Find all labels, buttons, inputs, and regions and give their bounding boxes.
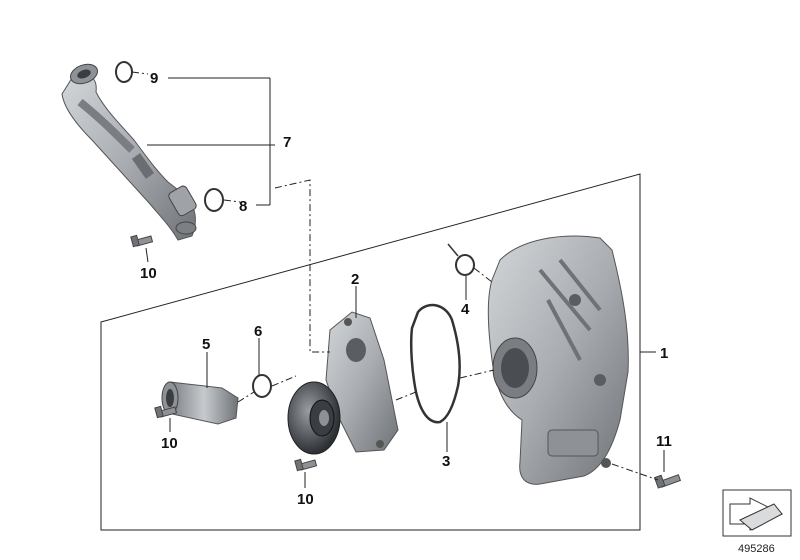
o-ring-9-part [115, 61, 133, 83]
label-5: 5 [202, 336, 210, 353]
label-9: 9 [150, 70, 158, 87]
label-7: 7 [283, 134, 291, 151]
bolt-11-part [653, 474, 682, 489]
gasket-part [409, 303, 461, 424]
label-10-lower: 10 [297, 491, 314, 508]
part-labels: 1 2 3 4 5 6 7 8 9 10 10 10 11 [140, 70, 672, 508]
o-ring-4-part [455, 254, 475, 276]
label-6: 6 [254, 323, 262, 340]
bolt-10-left-part [154, 405, 178, 419]
leader-lines [131, 71, 665, 488]
label-4: 4 [461, 301, 470, 318]
bolt-10-lower-part [294, 458, 318, 472]
label-8: 8 [239, 198, 247, 215]
coolant-pipe-part [61, 63, 197, 241]
pump-housing-part [487, 235, 629, 485]
label-11: 11 [656, 433, 672, 450]
label-1: 1 [660, 345, 668, 362]
label-3: 3 [442, 453, 450, 470]
o-ring-6-part [252, 374, 272, 398]
o-ring-8-part [204, 188, 224, 212]
label-2: 2 [351, 271, 359, 288]
reference-number: 495286 [738, 543, 775, 555]
label-10-upper: 10 [140, 265, 157, 282]
connector-part [161, 381, 239, 425]
water-pump-part [287, 311, 399, 455]
label-10-left: 10 [161, 435, 178, 452]
bolt-10-upper-part [130, 234, 154, 248]
orientation-icon [722, 489, 792, 537]
assembly-frame [100, 173, 641, 531]
